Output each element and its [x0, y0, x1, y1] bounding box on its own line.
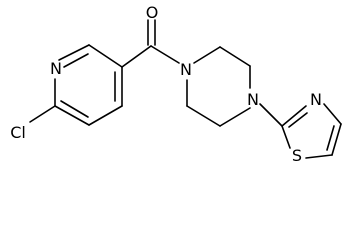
piperazine-bond-1 — [193, 46, 221, 64]
chemical-structure-diagram: O N Cl N N N S — [10, 3, 342, 165]
pyridine-bond-3-inner — [60, 100, 89, 118]
chlorine-atom-label: Cl — [10, 123, 26, 142]
atom-label-layer: O N Cl N N N S — [10, 3, 322, 165]
pyridine-bond-5-inner — [63, 53, 89, 68]
piperazine-bond-4 — [219, 107, 251, 127]
pyridine-bond-2 — [88, 105, 123, 126]
pyridine-bond-3 — [54, 105, 90, 126]
thiazole-bond-c5-s1 — [305, 154, 333, 159]
piperazine-bond-5 — [186, 105, 221, 127]
thiazole-bond-c4-c5 — [331, 123, 342, 156]
oxygen-atom-label: O — [146, 3, 159, 22]
bond-layer — [29, 19, 342, 159]
structure-canvas: O N Cl N N N S — [10, 3, 342, 165]
thiazole-sulfur-label: S — [292, 146, 302, 165]
aryl-carbonyl-bond — [121, 45, 152, 68]
pyridine-nitrogen-label: N — [50, 59, 62, 78]
amide-bond — [150, 45, 180, 64]
thiazole-bond-c4-c5-inner — [326, 125, 335, 151]
chloro-bond — [29, 105, 56, 123]
n-thiazole-bond — [259, 103, 283, 127]
thiazole-bond-s1-c2 — [281, 125, 291, 149]
thiazole-bond-c2-n3-inner — [288, 112, 308, 128]
piperazine-nitrogen-2-label: N — [247, 90, 259, 109]
thiazole-bond-n3-c4 — [323, 103, 342, 125]
pyridine-bond-6 — [88, 44, 123, 68]
thiazole-bond-c2-n3 — [281, 105, 307, 127]
piperazine-bond-2 — [219, 46, 251, 67]
thiazole-nitrogen-label: N — [310, 90, 322, 109]
piperazine-nitrogen-1-label: N — [180, 60, 192, 79]
pyridine-bond-5 — [58, 44, 90, 61]
